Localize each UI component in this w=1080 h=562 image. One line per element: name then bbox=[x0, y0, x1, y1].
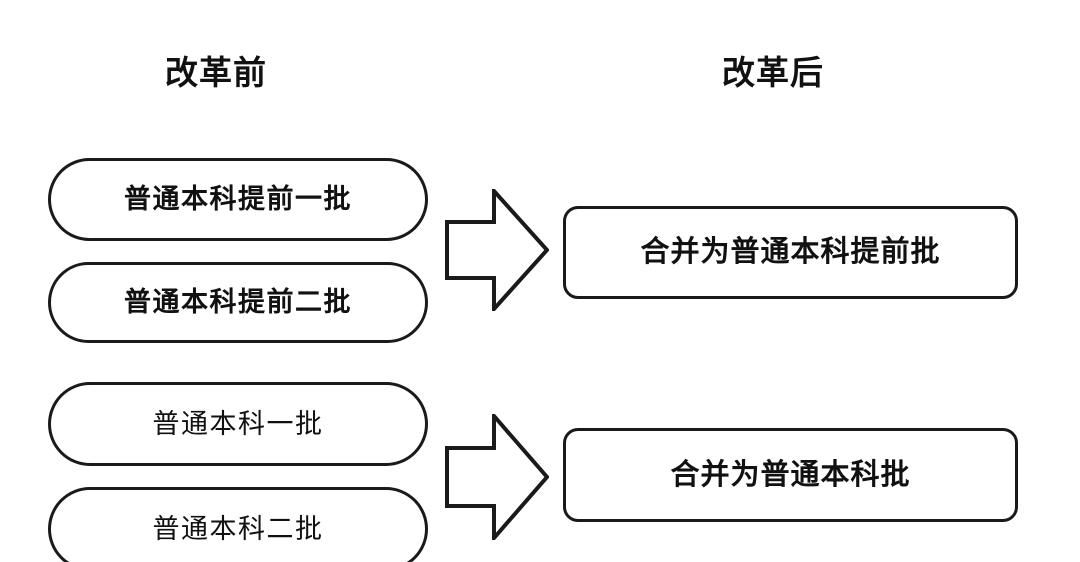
before-batch-label: 普通本科二批 bbox=[152, 513, 324, 544]
after-merged-label: 合并为普通本科提前批 bbox=[640, 236, 941, 268]
after-merged-label: 合并为普通本科批 bbox=[670, 458, 911, 491]
before-batch-label: 普通本科提前一批 bbox=[124, 184, 352, 214]
column-heading-before: 改革前 bbox=[165, 54, 267, 91]
before-batch-pill: 普通本科提前二批 bbox=[48, 262, 428, 343]
before-batch-label: 普通本科提前二批 bbox=[124, 287, 352, 317]
after-merged-box: 合并为普通本科批 bbox=[563, 428, 1018, 522]
merge-arrow-right-icon bbox=[445, 189, 549, 311]
before-batch-pill: 普通本科一批 bbox=[48, 382, 428, 466]
merge-arrow-right-icon bbox=[445, 414, 549, 540]
before-batch-pill: 普通本科二批 bbox=[48, 487, 428, 562]
column-heading-after: 改革后 bbox=[722, 54, 824, 91]
before-batch-pill: 普通本科提前一批 bbox=[48, 158, 428, 241]
before-batch-label: 普通本科一批 bbox=[152, 408, 324, 439]
after-merged-box: 合并为普通本科提前批 bbox=[563, 206, 1018, 299]
